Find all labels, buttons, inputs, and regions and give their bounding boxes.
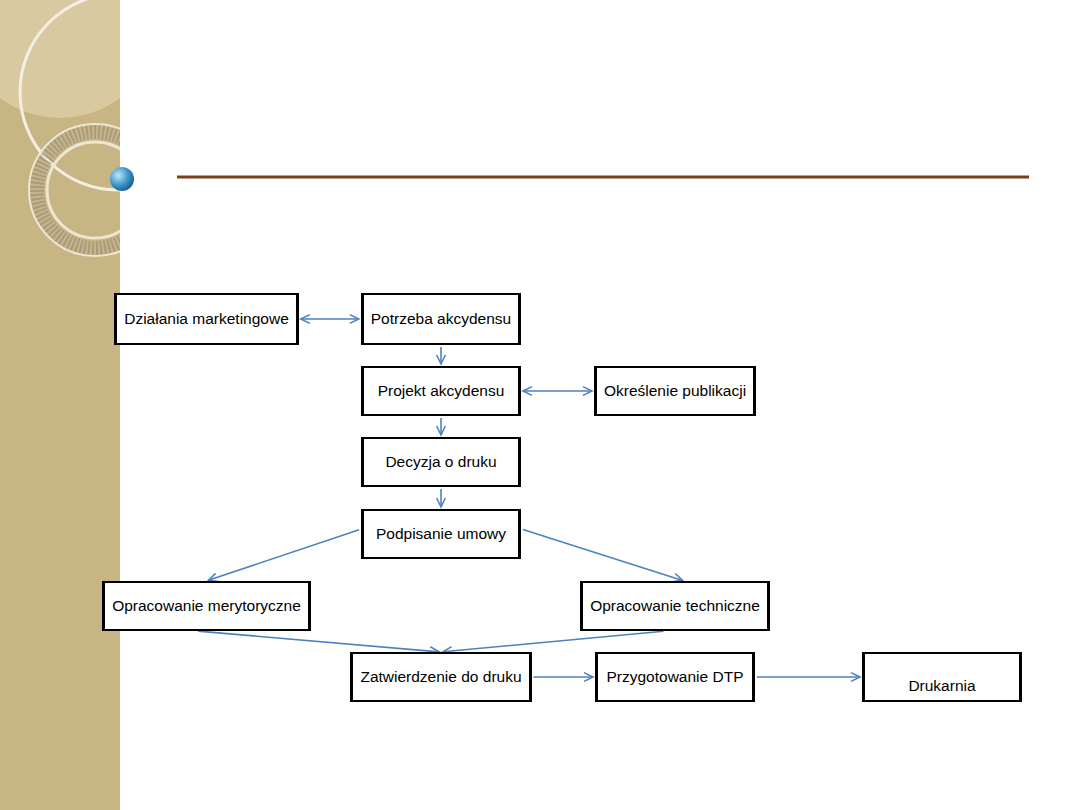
title-rule (177, 176, 1029, 179)
flow-line (534, 676, 593, 678)
flow-line (757, 676, 860, 678)
flow-line (208, 530, 359, 581)
process-box: Opracowanie techniczne (580, 581, 770, 631)
flow-arrow (757, 673, 860, 682)
flow-arrow (523, 387, 592, 396)
process-box: Decyzja o druku (361, 437, 521, 487)
box-label: Podpisanie umowy (376, 525, 506, 543)
process-box: Podpisanie umowy (361, 509, 521, 559)
flow-line (523, 390, 592, 392)
flow-arrow (301, 315, 359, 324)
box-label: Opracowanie merytoryczne (112, 597, 301, 615)
flow-line (443, 631, 664, 652)
arrow-head (583, 387, 592, 396)
flow-line (198, 631, 439, 652)
arrow-head (851, 673, 860, 682)
flow-arrow (437, 489, 446, 507)
flow-arrow (534, 673, 593, 682)
slide-ground (120, 0, 1080, 810)
process-box: Działania marketingowe (114, 293, 299, 345)
process-box: Projekt akcydensu (361, 366, 521, 416)
arrow-head (301, 315, 310, 324)
box-label: Opracowanie techniczne (590, 597, 760, 615)
box-label: Potrzeba akcydensu (371, 310, 511, 328)
arrow-head (437, 426, 446, 435)
arrow-head (584, 673, 593, 682)
box-label: Działania marketingowe (124, 310, 289, 328)
corner-shade (0, 0, 120, 118)
process-box: Przygotowanie DTP (595, 652, 755, 702)
box-label: Drukarnia (908, 677, 975, 695)
arrow-head (350, 315, 359, 324)
process-box: Potrzeba akcydensu (361, 293, 521, 345)
process-box: Opracowanie merytoryczne (102, 581, 311, 631)
flow-arrow (437, 347, 446, 364)
flow-line (523, 530, 683, 581)
box-label: Przygotowanie DTP (607, 668, 744, 686)
flow-line (301, 318, 359, 320)
flow-arrow (437, 418, 446, 435)
arrow-head (523, 387, 532, 396)
flow-arrow (208, 530, 359, 582)
box-label: Zatwierdzenie do druku (360, 668, 521, 686)
process-box: Drukarnia (862, 652, 1022, 702)
box-label: Decyzja o druku (385, 453, 496, 471)
arrow-head (437, 498, 446, 507)
process-box: Zatwierdzenie do druku (350, 652, 531, 702)
arrow-head (437, 355, 446, 364)
side-band (0, 0, 120, 810)
blue-ball (110, 167, 134, 191)
process-box: Określenie publikacji (594, 366, 756, 416)
box-label: Określenie publikacji (604, 382, 746, 400)
box-label: Projekt akcydensu (378, 382, 505, 400)
flow-arrow (523, 530, 683, 582)
